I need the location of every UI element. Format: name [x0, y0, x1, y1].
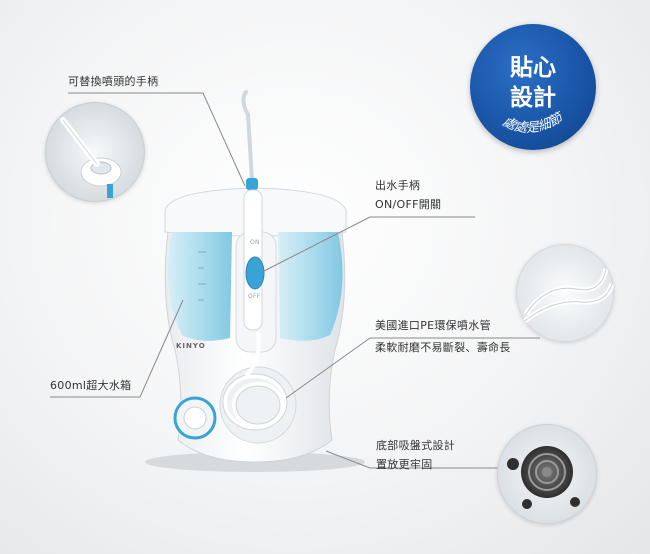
badge-title-line1: 貼心 — [510, 55, 556, 81]
tank-scale — [198, 251, 206, 301]
leader-handle — [68, 92, 246, 187]
switch-button — [245, 256, 265, 290]
callout-handle: 可替換噴頭的手柄 — [68, 75, 159, 88]
leader-lines — [50, 92, 540, 469]
hose-coil — [223, 374, 287, 430]
brand-logo-text: KINYO — [176, 342, 206, 350]
callout-hose-line1: 美國進口PE環保噴水管 — [375, 319, 491, 332]
inset-hose-detail — [516, 244, 614, 342]
water-tank-left — [167, 232, 232, 341]
leader-switch-diag — [261, 216, 371, 273]
callout-base-line2: 置放更牢固 — [376, 458, 433, 471]
badge-title-line2: 設計 — [510, 85, 556, 111]
callout-tank: 600ml超大水箱 — [50, 379, 132, 392]
svg-text:處處是細節: 處處是細節 — [500, 110, 567, 137]
water-tank-right — [278, 232, 343, 341]
switch-off-label: OFF — [248, 293, 261, 300]
callout-base-line1: 底部吸盤式設計 — [376, 439, 456, 452]
callout-switch-line1: 出水手柄 — [375, 179, 421, 192]
nozzle — [241, 90, 254, 182]
badge-arc-text: 處處是細節 — [500, 110, 567, 137]
leader-base — [325, 450, 510, 469]
inset-suction-detail — [497, 424, 597, 524]
nozzle-ring — [246, 178, 258, 190]
switch-on-label: ON — [250, 239, 260, 246]
callout-hose-line2: 柔軟耐磨不易斷裂、壽命長 — [375, 341, 511, 354]
inset-nozzle-detail — [45, 102, 145, 202]
leader-hose-diag — [285, 337, 371, 399]
feature-badge: 貼心 設計 處處是細節 — [470, 24, 596, 150]
callout-switch-line2: ON/OFF開關 — [375, 198, 442, 211]
leader-tank — [50, 299, 184, 398]
